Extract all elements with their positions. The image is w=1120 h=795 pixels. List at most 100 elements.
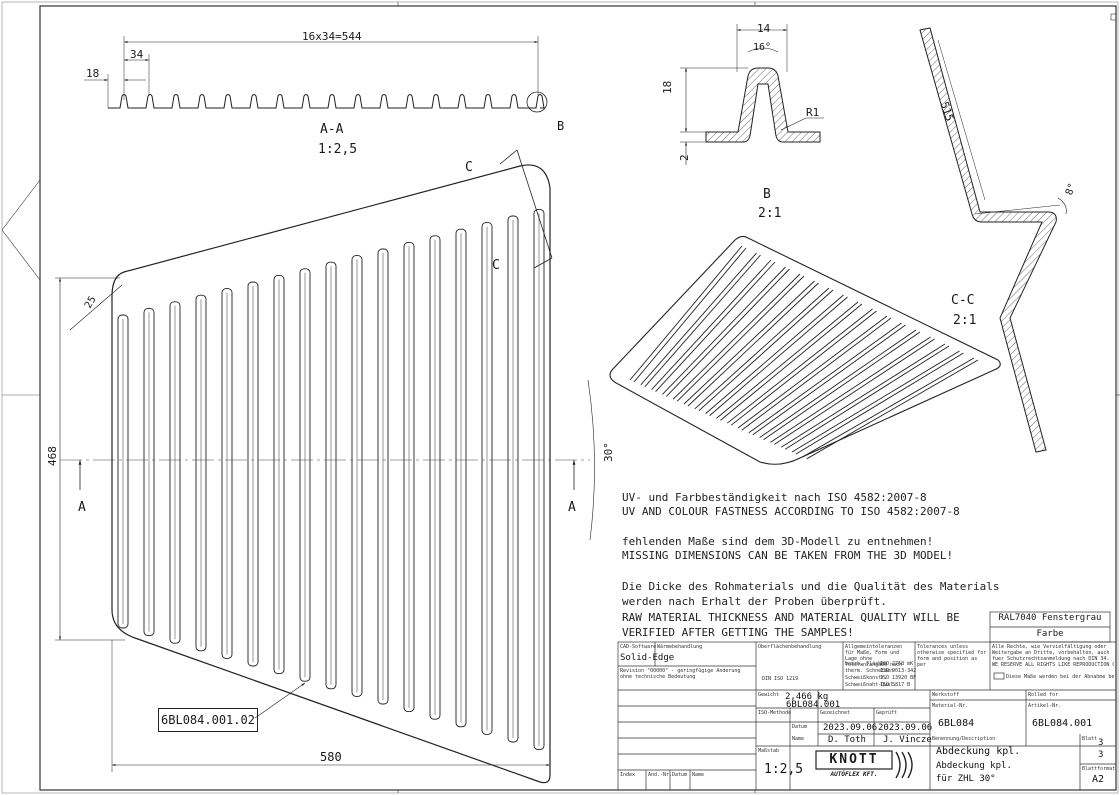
note-line: UV AND COLOUR FASTNESS ACCORDING TO ISO … [622,505,960,518]
model-number: 6BL084.001 [786,700,841,710]
tol-a: bearb. Flächen [845,661,888,667]
b-label: B [763,187,771,202]
scale-label: Maßstab [758,748,780,754]
title-line-2: Abdeckung kpl. [936,761,1012,771]
b-dim-width: 14 [757,22,771,35]
checked-date: 2023.09.06 [878,723,933,733]
main-plan-view [55,149,595,784]
knott-logo [815,750,913,779]
b-scale: 2:1 [758,206,782,221]
slot [403,241,415,713]
b-dim-angle: 16° [753,42,772,53]
main-dim-angle: 30° [602,442,615,462]
detail-b-view [680,24,824,165]
section-profile [108,94,545,109]
slot [195,294,207,652]
section-c-bottom: C [492,258,500,273]
date-label: Datum [792,724,808,730]
tol-d: Schweißnaht-Qual. [845,682,897,688]
index-label: Index [620,772,636,778]
material-label: Material-Nr. [932,703,969,709]
sheet-format: A2 [1092,774,1105,785]
iso-slot [770,336,935,445]
slot [325,261,337,690]
allg-label: Allgemeintoleranzen für Maße, Form und L… [845,644,903,668]
iso-slot [802,357,979,460]
iso-slot [780,343,950,450]
tol-b: therm. Schneiden [845,668,894,674]
iso-slot [726,308,877,426]
slot [429,235,441,720]
iso-slot [672,273,805,402]
slot [273,274,285,675]
color-value: RAL7040 Fenstergrau [998,613,1102,623]
iso-slot [791,350,964,455]
revision-label: Revision "00000" - geringfügige Änderung… [620,668,741,680]
cc-label: C-C [951,293,975,308]
slot [169,301,181,644]
checked-label: Geprüft [876,710,898,716]
note-line: MISSING DIMENSIONS CAN BE TAKEN FROM THE… [622,549,954,562]
slot [351,255,363,697]
slot [533,208,545,751]
section-c-top: C [465,160,473,175]
werkstoff-label: Werkstoff [932,692,960,698]
slot [299,268,311,682]
cc-scale: 2:1 [953,313,977,328]
iso-slot [705,294,848,416]
note-line: fehlenden Maße sind dem 3D-Modell zu ent… [622,535,934,548]
section-a-right: A [568,500,576,515]
cad-value: Solid-Edge [620,653,675,663]
note-line: Die Dicke des Rohmaterials und die Quali… [622,580,1000,593]
slot [377,248,389,705]
benennung-label: Benennung/Description [932,736,996,742]
section-a-left: A [78,500,86,515]
iso-d: ISO 5817 B [880,682,911,688]
iso-c: ISO 13920 BF [880,675,917,681]
aa-dim-left: 18 [86,67,100,80]
iso-slot [651,259,776,392]
blatt-label: Blatt [1082,736,1098,742]
weight-value: 2,466 kg [785,692,829,702]
note-dim: Diese Maße werden bei der Abnahme besond… [1006,674,1114,680]
title-line-1: Abdeckung kpl. [936,746,1021,757]
iso-slot [748,322,906,436]
artikel-label: Artikel-Nr. [1028,703,1062,709]
iso-slot [640,252,761,388]
slot [455,228,467,728]
main-dim-height: 468 [46,446,59,466]
slot [143,307,155,637]
checked-by: J. Vincze [883,735,932,745]
iso-slot [716,301,863,421]
slot [247,281,259,667]
slot [221,288,233,659]
note-line: werden nach Erhalt der Proben überprüft. [622,595,887,608]
slot [507,215,519,743]
iso-b: ISO 9013-342 [880,668,917,674]
aa-dim-pitch: 34 [130,48,144,61]
drawn-label: Gezeichnet [820,710,851,716]
aa-scale: 1:2,5 [318,142,358,157]
format-label: Blattformat [1082,766,1116,772]
aa-detail-ref: B [557,119,565,133]
weight-label: Gewicht [758,692,780,698]
drawing-number: 6BL084.001 [1032,718,1093,729]
name-col-label: Name [692,772,705,778]
b-dim-thickness: 2 [678,154,691,161]
oberfl-label: Oberflächenbehandlung [758,644,822,650]
tol-label: Tolerances unless otherwise specified fo… [917,644,987,668]
color-label: Farbe [1036,629,1064,639]
sheet-count: 3 [1098,750,1104,760]
title-block-grid [617,611,1117,791]
iso-slot [694,287,834,412]
din-label: DIN ISO 1219 [762,676,799,682]
title-line-3: für ZHL 30° [936,774,996,784]
slot [117,314,129,629]
rights-en: WE RESERVE ALL RIGHTS LIKE REPRODUCTION … [992,662,1114,668]
iso-slot [759,329,921,440]
company-name: KNOTT [829,752,879,767]
slot [481,222,493,735]
b-dim-height: 18 [661,80,674,94]
isometric-view [609,235,1001,465]
note-line: UV- und Farbbeständigkeit nach ISO 4582:… [622,491,927,504]
